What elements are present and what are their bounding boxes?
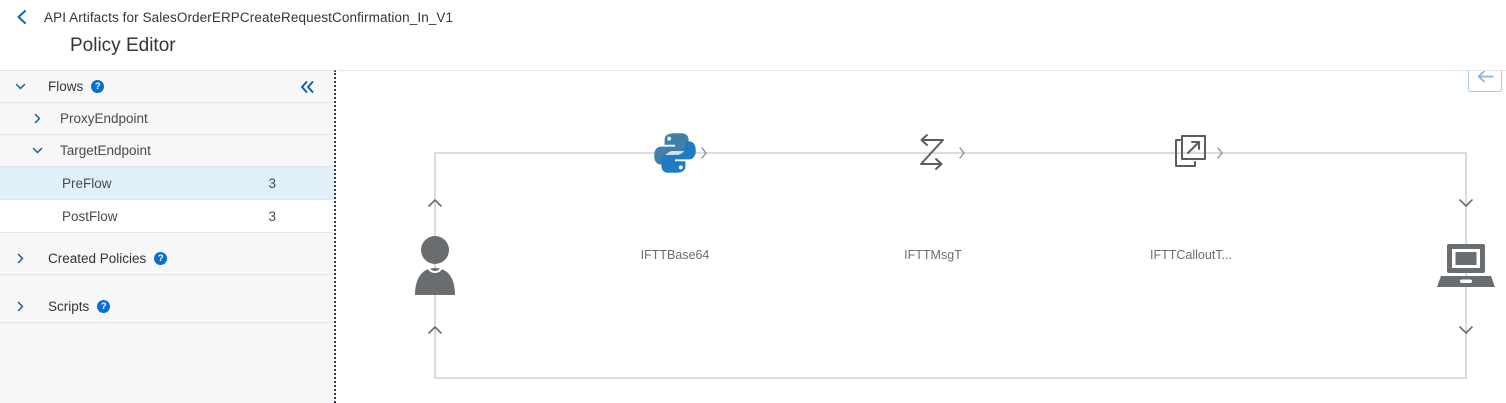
- sidebar-item-label: Created Policies: [48, 251, 147, 266]
- canvas-back-button[interactable]: [1468, 71, 1502, 92]
- sidebar-item-label: Scripts: [48, 299, 90, 314]
- chevron-left-icon: [15, 8, 29, 26]
- flow-canvas: IFTTBase64 IFTTMsgT: [338, 70, 1506, 403]
- sidebar-item-preflow[interactable]: PreFlow 3: [0, 167, 334, 200]
- sidebar-item-scripts[interactable]: Scripts ?: [0, 291, 334, 323]
- sidebar-spacer: [0, 275, 334, 291]
- chevron-down-icon[interactable]: [0, 80, 40, 93]
- sidebar-item-targetendpoint[interactable]: TargetEndpoint: [0, 135, 334, 167]
- sidebar-item-label: Flows: [48, 79, 84, 94]
- python-icon[interactable]: [652, 130, 698, 176]
- breadcrumb-title: API Artifacts for SalesOrderERPCreateReq…: [44, 9, 454, 25]
- sidebar-collapse-button[interactable]: [290, 71, 324, 103]
- sidebar-item-label: ProxyEndpoint: [60, 111, 148, 126]
- chevron-right-icon[interactable]: [0, 252, 40, 265]
- sidebar: Flows ? ProxyEndpoint TargetEndpoint Pre…: [0, 70, 336, 403]
- node-label: IFTTMsgT: [904, 248, 962, 262]
- sidebar-item-postflow[interactable]: PostFlow 3: [0, 200, 334, 233]
- chevron-right-small-icon: [958, 146, 967, 160]
- page-title: Policy Editor: [70, 35, 176, 56]
- chevron-right-small-icon: [1216, 146, 1225, 160]
- sidebar-item-count: 3: [268, 208, 276, 224]
- chevron-right-icon[interactable]: [0, 300, 40, 313]
- node-label: IFTTCalloutT...: [1150, 248, 1232, 262]
- sidebar-item-label: TargetEndpoint: [60, 143, 151, 158]
- laptop-icon: [1435, 240, 1497, 292]
- arrow-left-icon: [1476, 71, 1495, 88]
- sidebar-spacer: [0, 233, 334, 243]
- page-title-bar: Policy Editor: [0, 34, 1506, 70]
- sidebar-item-proxyendpoint[interactable]: ProxyEndpoint: [0, 103, 334, 135]
- help-icon[interactable]: ?: [97, 300, 111, 313]
- sidebar-item-label: PostFlow: [62, 208, 118, 224]
- sidebar-empty-area: [0, 323, 334, 403]
- sidebar-item-flows[interactable]: Flows ?: [0, 71, 334, 103]
- sidebar-item-created-policies[interactable]: Created Policies ?: [0, 243, 334, 275]
- breadcrumb-bar: API Artifacts for SalesOrderERPCreateReq…: [0, 0, 1506, 35]
- message-transform-icon[interactable]: [910, 131, 956, 175]
- sidebar-item-count: 3: [268, 175, 276, 191]
- chevron-right-small-icon: [700, 146, 709, 160]
- help-icon[interactable]: ?: [154, 252, 168, 265]
- help-icon[interactable]: ?: [91, 80, 105, 93]
- chevron-right-icon[interactable]: [0, 112, 56, 125]
- sidebar-item-label: PreFlow: [62, 175, 112, 191]
- flow-connectors: [428, 152, 1473, 379]
- person-icon: [411, 233, 459, 299]
- node-label: IFTTBase64: [640, 248, 710, 262]
- service-callout-icon[interactable]: [1168, 131, 1214, 175]
- chevron-down-icon[interactable]: [0, 144, 56, 157]
- back-button[interactable]: [0, 0, 44, 34]
